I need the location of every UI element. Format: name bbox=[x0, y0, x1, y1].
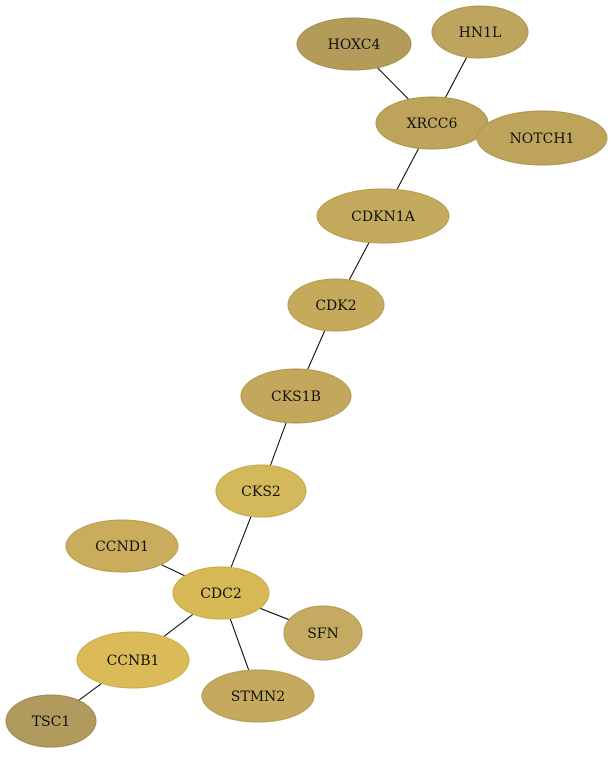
node-hn1l[interactable]: HN1L bbox=[431, 5, 529, 59]
node-label: HOXC4 bbox=[328, 37, 381, 53]
node-label: CCND1 bbox=[95, 539, 149, 555]
node-notch1[interactable]: NOTCH1 bbox=[476, 110, 608, 166]
node-shape bbox=[201, 669, 315, 723]
node-shape bbox=[287, 278, 385, 332]
node-label: CDC2 bbox=[200, 586, 242, 602]
node-hoxc4[interactable]: HOXC4 bbox=[296, 17, 412, 71]
node-ccnb1[interactable]: CCNB1 bbox=[76, 631, 190, 689]
node-label: CKS2 bbox=[241, 484, 281, 500]
node-xrcc6[interactable]: XRCC6 bbox=[375, 96, 489, 150]
node-shape bbox=[76, 631, 190, 689]
node-label: STMN2 bbox=[231, 689, 285, 705]
node-shape bbox=[296, 17, 412, 71]
node-shape bbox=[65, 519, 179, 573]
node-shape bbox=[240, 368, 352, 424]
node-label: CCNB1 bbox=[107, 653, 160, 669]
node-shape bbox=[476, 110, 608, 166]
node-cdk2[interactable]: CDK2 bbox=[287, 278, 385, 332]
node-stmn2[interactable]: STMN2 bbox=[201, 669, 315, 723]
node-shape bbox=[5, 694, 97, 748]
node-shape bbox=[172, 566, 270, 620]
node-label: CDK2 bbox=[315, 298, 356, 314]
node-shape bbox=[431, 5, 529, 59]
node-cdc2[interactable]: CDC2 bbox=[172, 566, 270, 620]
node-shape bbox=[316, 188, 450, 244]
node-label: HN1L bbox=[459, 25, 502, 41]
node-tsc1[interactable]: TSC1 bbox=[5, 694, 97, 748]
node-shape bbox=[215, 464, 307, 518]
node-label: SFN bbox=[307, 626, 339, 642]
node-label: NOTCH1 bbox=[510, 131, 575, 147]
node-label: XRCC6 bbox=[407, 116, 458, 132]
node-shape bbox=[283, 605, 363, 661]
node-sfn[interactable]: SFN bbox=[283, 605, 363, 661]
node-cks1b[interactable]: CKS1B bbox=[240, 368, 352, 424]
node-label: CDKN1A bbox=[351, 209, 416, 225]
node-ccnd1[interactable]: CCND1 bbox=[65, 519, 179, 573]
node-label: CKS1B bbox=[271, 389, 321, 405]
node-cdkn1a[interactable]: CDKN1A bbox=[316, 188, 450, 244]
node-cks2[interactable]: CKS2 bbox=[215, 464, 307, 518]
node-label: TSC1 bbox=[32, 714, 71, 730]
